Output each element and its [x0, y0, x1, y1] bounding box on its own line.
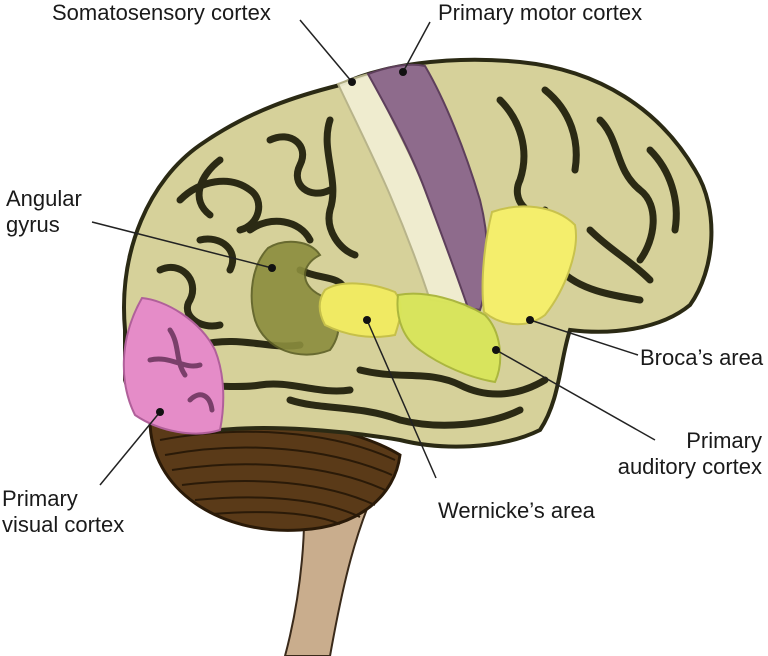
label-primary-motor-cortex: Primary motor cortex	[438, 0, 642, 26]
leader-dots	[156, 68, 534, 416]
dot-broca	[526, 316, 534, 324]
dot-visual	[156, 408, 164, 416]
label-angular-gyrus: Angular gyrus	[6, 186, 82, 238]
label-primary-visual-cortex: Primary visual cortex	[2, 486, 124, 538]
label-text-line1: Angular	[6, 186, 82, 211]
label-text: Wernicke’s area	[438, 498, 595, 523]
leader-motor	[402, 21, 431, 73]
label-text-line2: auditory cortex	[617, 454, 762, 479]
visual-region	[122, 296, 225, 435]
broca-region	[481, 205, 577, 326]
leader-lines	[91, 19, 656, 486]
visual-sulci	[147, 327, 215, 413]
auditory-region	[396, 292, 502, 384]
wernicke-region	[318, 282, 402, 338]
dot-auditory	[492, 346, 500, 354]
label-text-line2: visual cortex	[2, 512, 125, 537]
leader-broca	[529, 319, 639, 356]
leader-auditory	[495, 349, 656, 441]
dot-somatosensory	[348, 78, 356, 86]
label-text: Primary motor cortex	[438, 0, 643, 25]
label-wernickes-area: Wernicke’s area	[438, 498, 595, 524]
cerebellum-folia	[159, 430, 396, 525]
label-text-line1: Primary	[2, 486, 78, 511]
label-text: Broca’s area	[640, 345, 764, 370]
label-primary-auditory-cortex: Primary auditory cortex	[594, 428, 762, 480]
label-somatosensory-cortex: Somatosensory cortex	[52, 0, 271, 26]
leader-angular	[91, 221, 273, 269]
leader-wernicke	[366, 319, 437, 479]
label-text: Somatosensory cortex	[52, 0, 271, 25]
leader-somatosensory	[299, 19, 353, 83]
dot-motor	[399, 68, 407, 76]
dot-wernicke	[363, 316, 371, 324]
label-brocas-area: Broca’s area	[640, 345, 763, 371]
label-text-line2: gyrus	[6, 212, 60, 237]
dot-angular	[268, 264, 276, 272]
sulci	[156, 86, 680, 429]
label-text-line1: Primary	[686, 428, 762, 453]
leader-visual	[99, 411, 161, 486]
